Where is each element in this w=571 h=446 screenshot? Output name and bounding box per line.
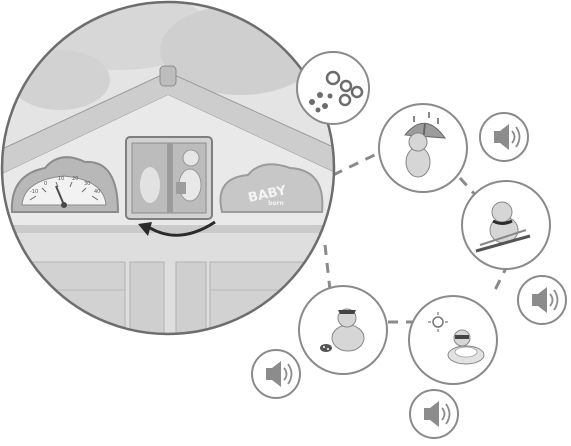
sound-icon-1[interactable] bbox=[480, 113, 528, 161]
therm-label-0: -10 bbox=[30, 189, 38, 195]
logo-line2: born bbox=[268, 200, 284, 207]
pollen-cloud-icon bbox=[297, 52, 369, 124]
therm-label-1: 0 bbox=[44, 181, 47, 187]
therm-label-3: 20 bbox=[72, 176, 78, 182]
therm-label-2: 10 bbox=[58, 176, 64, 182]
therm-label-5: 40 bbox=[94, 189, 100, 195]
figure-window bbox=[126, 137, 212, 219]
sound-icon-2[interactable] bbox=[518, 276, 566, 324]
ski-bear-icon bbox=[462, 181, 550, 269]
sun-swim-ring-duck-icon bbox=[409, 296, 497, 384]
sound-icon-4[interactable] bbox=[410, 390, 458, 438]
rain-umbrella-bear-icon bbox=[379, 104, 467, 192]
sound-icon-3[interactable] bbox=[252, 350, 300, 398]
therm-label-4: 30 bbox=[84, 181, 90, 187]
ladybug-duck-icon bbox=[299, 286, 387, 374]
